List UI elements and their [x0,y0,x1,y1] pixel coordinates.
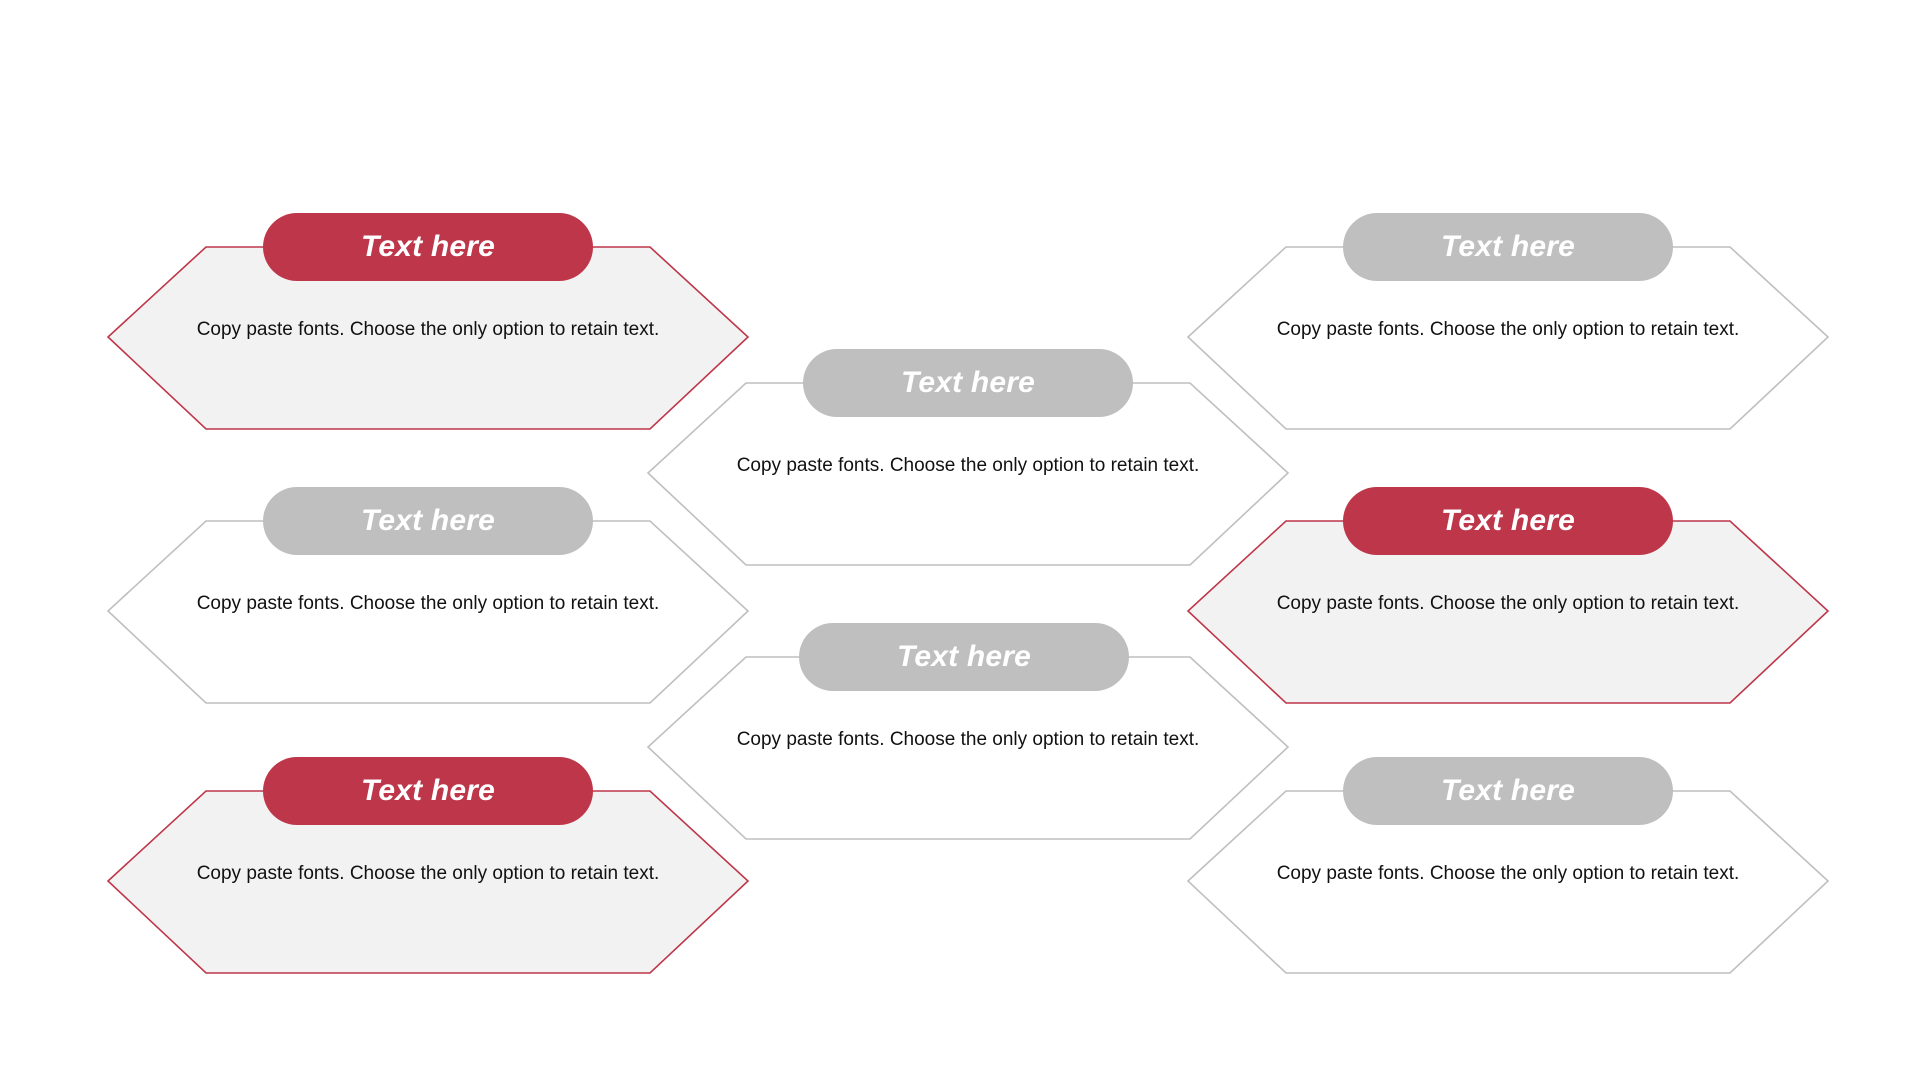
hexagon-shape [646,656,1290,840]
hex-card-center-2: Text here Copy paste fonts. Choose the o… [646,623,1290,873]
card-title-pill: Text here [263,757,593,825]
hex-card-right-3: Text here Copy paste fonts. Choose the o… [1186,757,1830,1007]
card-title-pill: Text here [799,623,1129,691]
card-description: Copy paste fonts. Choose the only option… [196,593,660,614]
card-title-pill: Text here [1343,487,1673,555]
card-description: Copy paste fonts. Choose the only option… [736,729,1200,750]
card-title-pill: Text here [1343,213,1673,281]
hexagon-shape [1186,520,1830,704]
card-description: Copy paste fonts. Choose the only option… [736,455,1200,476]
card-title-pill: Text here [1343,757,1673,825]
card-title-pill: Text here [263,487,593,555]
hex-card-left-1: Text here Copy paste fonts. Choose the o… [106,213,750,463]
hexagon-shape [106,520,750,704]
hex-card-left-2: Text here Copy paste fonts. Choose the o… [106,487,750,737]
hex-card-right-2: Text here Copy paste fonts. Choose the o… [1186,487,1830,737]
card-description: Copy paste fonts. Choose the only option… [1276,319,1740,340]
hex-card-center-1: Text here Copy paste fonts. Choose the o… [646,349,1290,599]
hex-card-left-3: Text here Copy paste fonts. Choose the o… [106,757,750,1007]
card-description: Copy paste fonts. Choose the only option… [196,863,660,884]
card-description: Copy paste fonts. Choose the only option… [1276,863,1740,884]
hexagon-shape [1186,790,1830,974]
card-title-pill: Text here [263,213,593,281]
card-title-pill: Text here [803,349,1133,417]
hex-card-right-1: Text here Copy paste fonts. Choose the o… [1186,213,1830,463]
card-description: Copy paste fonts. Choose the only option… [196,319,660,340]
hexagon-shape [1186,246,1830,430]
hexagon-shape [646,382,1290,566]
hexagon-shape [106,246,750,430]
card-description: Copy paste fonts. Choose the only option… [1276,593,1740,614]
hexagon-shape [106,790,750,974]
